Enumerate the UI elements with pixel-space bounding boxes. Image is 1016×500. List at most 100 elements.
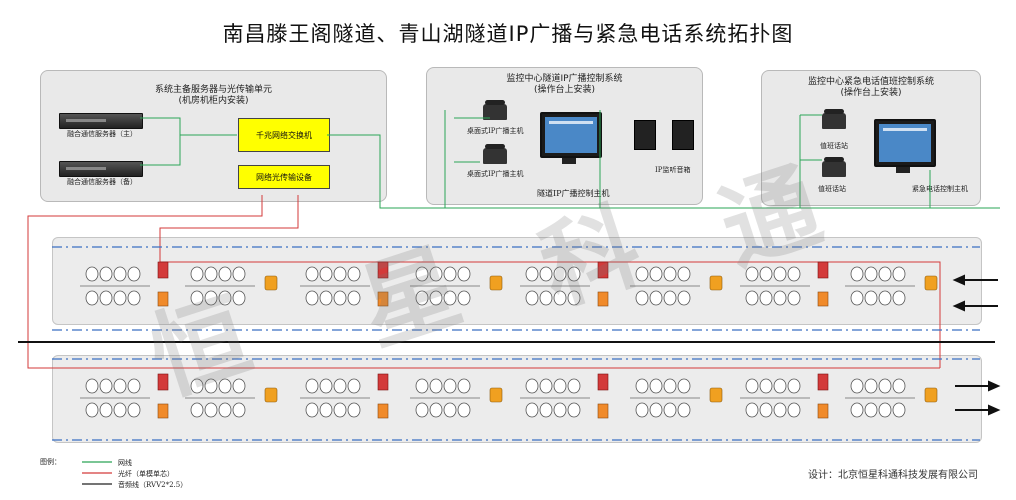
legend-item-fiber: 光纤（单模单芯） — [118, 470, 174, 478]
emergency-phone-box-icon — [817, 403, 829, 419]
network-line — [444, 110, 490, 208]
legend-item-audio: 音频线（RVV2*2.5） — [118, 481, 188, 489]
emergency-panel-title-line2: (操作台上安装) — [840, 88, 902, 98]
speaker-icon — [190, 290, 204, 306]
speaker-icon — [232, 266, 246, 282]
speaker-icon — [85, 266, 99, 282]
server-panel: 系统主备服务器与光传输单元 (机房机柜内安装) 融合通信服务器（主） 融合通信服… — [40, 70, 387, 202]
speaker-icon — [539, 402, 553, 418]
tunnel-bore-upper — [52, 237, 982, 325]
speaker-icon — [663, 378, 677, 394]
speaker-icon — [745, 266, 759, 282]
speaker-icon — [127, 402, 141, 418]
speaker-icon — [773, 266, 787, 282]
speaker-icon — [457, 266, 471, 282]
fiber-line — [27, 195, 263, 369]
speaker-icon — [892, 290, 906, 306]
speaker-icon — [204, 402, 218, 418]
broadcast-cabinet-icon — [817, 261, 829, 279]
tunnel-devices — [80, 261, 938, 419]
server-main-icon — [59, 113, 143, 129]
broadcast-panel-title: 监控中心隧道IP广播控制系统 (操作台上安装) — [427, 74, 702, 96]
speaker-icon — [773, 290, 787, 306]
speaker-icon — [333, 266, 347, 282]
speaker-icon — [99, 378, 113, 394]
speaker-icon — [415, 266, 429, 282]
speaker-icon — [878, 402, 892, 418]
speaker-icon — [429, 402, 443, 418]
speaker-icon — [429, 378, 443, 394]
duty-phone-label-1: 值班话站 — [820, 142, 848, 150]
speaker-icon — [347, 402, 361, 418]
broadcast-host-monitor-icon — [540, 112, 602, 158]
monitor-stand — [896, 167, 910, 173]
server-panel-title-line1: 系统主备服务器与光传输单元 — [154, 85, 272, 95]
speaker-icon — [553, 402, 567, 418]
designer-credit: 设计：北京恒星科通科技发展有限公司 — [808, 470, 978, 481]
speaker-icon — [553, 378, 567, 394]
duty-phone-icon — [822, 157, 846, 177]
fiber-transmission-unit: 网络光传输设备 — [238, 165, 330, 189]
emergency-phone-box-icon — [157, 291, 169, 307]
speaker-icon — [864, 378, 878, 394]
speaker-icon — [663, 266, 677, 282]
speaker-icon — [443, 402, 457, 418]
speaker-icon — [319, 266, 333, 282]
speaker-icon — [663, 290, 677, 306]
emergency-phone-panel: 监控中心紧急电话值班控制系统 (操作台上安装) 值班话站 值班话站 紧急电话控制… — [761, 70, 981, 206]
speaker-icon — [539, 378, 553, 394]
broadcast-host-label: 隧道IP广播控制主机 — [537, 189, 610, 198]
speaker-icon — [864, 266, 878, 282]
monitor-stand — [562, 158, 576, 164]
speaker-icon — [127, 290, 141, 306]
speaker-icon — [415, 378, 429, 394]
speaker-icon — [347, 266, 361, 282]
speaker-icon — [759, 402, 773, 418]
speaker-icon — [305, 378, 319, 394]
speaker-icon — [525, 378, 539, 394]
server-main-label: 融合通信服务器（主） — [67, 130, 137, 138]
network-line — [327, 134, 1000, 209]
broadcast-cabinet-icon — [377, 261, 389, 279]
emergency-phone-box-icon — [817, 291, 829, 307]
emergency-phone-icon — [924, 275, 938, 291]
speaker-icon — [333, 402, 347, 418]
server-panel-title-line2: (机房机柜内安装) — [178, 96, 249, 106]
broadcast-cabinet-icon — [157, 261, 169, 279]
speaker-icon — [232, 290, 246, 306]
broadcast-cabinet-icon — [597, 261, 609, 279]
speaker-icon — [99, 402, 113, 418]
desk-broadcast-phone-label-1: 桌面式IP广播主机 — [467, 127, 524, 135]
speaker-icon — [773, 378, 787, 394]
speaker-icon — [850, 378, 864, 394]
speaker-icon — [745, 378, 759, 394]
emergency-panel-title-line1: 监控中心紧急电话值班控制系统 — [807, 77, 934, 87]
broadcast-cabinet-icon — [597, 373, 609, 391]
network-line — [140, 117, 237, 136]
speaker-icon — [305, 402, 319, 418]
legend-swatches — [82, 461, 112, 485]
speaker-icon — [850, 402, 864, 418]
gigabit-switch: 千兆网络交换机 — [238, 118, 330, 152]
speaker-icon — [525, 290, 539, 306]
speaker-icon — [773, 402, 787, 418]
speaker-icon — [635, 378, 649, 394]
speaker-icon — [787, 378, 801, 394]
emergency-phone-icon — [264, 275, 278, 291]
broadcast-cabinet-icon — [157, 373, 169, 391]
speaker-icon — [232, 402, 246, 418]
broadcast-panel-title-line2: (操作台上安装) — [533, 85, 596, 95]
speaker-icon — [663, 402, 677, 418]
speaker-icon — [415, 402, 429, 418]
desk-broadcast-phone-label-2: 桌面式IP广播主机 — [467, 170, 524, 178]
speaker-icon — [218, 266, 232, 282]
network-line — [799, 114, 822, 208]
speaker-icon — [892, 402, 906, 418]
speaker-icon — [850, 266, 864, 282]
speaker-icon — [525, 266, 539, 282]
duty-phone-icon — [822, 109, 846, 129]
speaker-icon — [443, 290, 457, 306]
emergency-host-label: 紧急电话控制主机 — [912, 185, 968, 193]
speaker-icon — [759, 378, 773, 394]
